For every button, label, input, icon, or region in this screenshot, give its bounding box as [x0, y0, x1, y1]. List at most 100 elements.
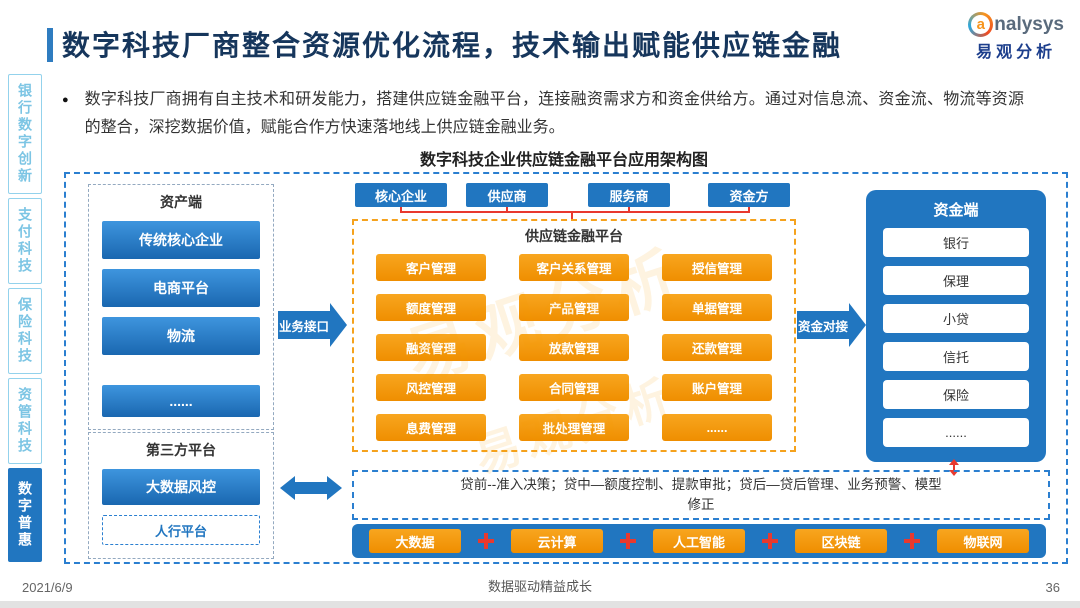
platform-cell: 风控管理	[376, 374, 486, 401]
connector-line	[400, 211, 750, 213]
platform-cell: 客户管理	[376, 254, 486, 281]
platform-column: 客户管理 额度管理 融资管理 风控管理 息费管理	[376, 254, 486, 441]
party-core-enterprise: 核心企业	[355, 183, 447, 207]
third-party-panel: 第三方平台 大数据风控 人行平台	[88, 432, 274, 559]
sidebar-item-asset-mgmt-tech[interactable]: 资管科技	[8, 378, 42, 464]
footer-date: 2021/6/9	[22, 580, 73, 595]
sidebar-item-label: 保险科技	[17, 297, 33, 365]
page-title: 数字科技厂商整合资源优化流程，技术输出赋能供应链金融	[62, 30, 843, 61]
diagram-title: 数字科技企业供应链金融平台应用架构图	[419, 152, 708, 169]
platform-panel: 供应链金融平台 客户管理 额度管理 融资管理 风控管理 息费管理 客户关系管理 …	[352, 219, 796, 452]
sidebar-item-label: 支付科技	[17, 207, 33, 275]
asset-side-items: 传统核心企业 电商平台 物流 ......	[89, 212, 273, 417]
asset-item-more: ......	[102, 385, 260, 417]
tech-item: 云计算	[511, 529, 603, 553]
third-party-item: 大数据风控	[102, 469, 260, 505]
tech-item: 区块链	[795, 529, 887, 553]
plus-icon	[904, 533, 920, 549]
platform-cell: 放款管理	[519, 334, 629, 361]
platform-cell: 账户管理	[662, 374, 772, 401]
arrow-bar	[295, 482, 327, 494]
platform-cell: 还款管理	[662, 334, 772, 361]
funding-item: 保险	[883, 380, 1029, 409]
sidebar-item-bank-digital-innovation[interactable]: 银行数字创新	[8, 74, 42, 194]
sidebar-item-digital-inclusion[interactable]: 数字普惠	[8, 468, 42, 562]
platform-column: 授信管理 单据管理 还款管理 账户管理 ......	[662, 254, 772, 441]
sidebar-item-payment-tech[interactable]: 支付科技	[8, 198, 42, 284]
plus-icon	[620, 533, 636, 549]
funding-item-more: ......	[883, 418, 1029, 447]
funding-side-items: 银行 保理 小贷 信托 保险 ......	[866, 220, 1046, 447]
funding-side-title: 资金端	[933, 202, 979, 219]
asset-item: 物流	[102, 317, 260, 355]
party-supplier: 供应商	[466, 183, 548, 207]
platform-cell: 息费管理	[376, 414, 486, 441]
platform-cell: 融资管理	[376, 334, 486, 361]
asset-side-title: 资产端	[160, 194, 202, 210]
business-interface-arrow: 业务接口	[278, 303, 347, 347]
technology-bar: 大数据 云计算 人工智能 区块链 物联网	[352, 524, 1046, 558]
intro-paragraph: ● 数字科技厂商拥有自主技术和研发能力，搭建供应链金融平台，连接融资需求方和资金…	[62, 86, 1024, 142]
platform-cell: 单据管理	[662, 294, 772, 321]
plus-icon	[762, 533, 778, 549]
loan-process-box: 贷前--准入决策；贷中—额度控制、提款审批；贷后—贷后管理、业务预警、模型 修正	[352, 470, 1050, 520]
brand-logo: a nalysys 易观分析	[968, 12, 1064, 62]
funding-item: 银行	[883, 228, 1029, 257]
platform-column: 客户关系管理 产品管理 放款管理 合同管理 批处理管理	[519, 254, 629, 441]
intro-text: 数字科技厂商拥有自主技术和研发能力，搭建供应链金融平台，连接融资需求方和资金供给…	[84, 91, 1024, 136]
connector-line	[400, 207, 402, 211]
third-party-items: 大数据风控 人行平台	[89, 460, 273, 545]
tech-item: 大数据	[369, 529, 461, 553]
arrow-bar	[953, 465, 955, 470]
funding-item: 保理	[883, 266, 1029, 295]
diagram-container-border	[64, 172, 1068, 564]
sidebar-item-insurance-tech[interactable]: 保险科技	[8, 288, 42, 374]
loan-process-text-line1: 贷前--准入决策；贷中—额度控制、提款审批；贷后—贷后管理、业务预警、模型	[460, 477, 942, 492]
connector-line	[748, 207, 750, 211]
third-party-item: 人行平台	[102, 515, 260, 545]
asset-item: 传统核心企业	[102, 221, 260, 259]
sidebar-item-label: 数字普惠	[17, 481, 33, 549]
asset-side-panel: 资产端 传统核心企业 电商平台 物流 ......	[88, 184, 274, 430]
connector-line	[506, 207, 508, 211]
arrow-right-icon	[330, 303, 347, 347]
bullet-icon: ●	[62, 94, 69, 106]
footer-slogan: 数据驱动精益成长	[487, 579, 592, 594]
logo-initial: a	[976, 16, 985, 33]
platform-cell: 批处理管理	[519, 414, 629, 441]
funding-connect-label: 资金对接	[797, 311, 849, 339]
arrow-up-icon	[949, 459, 959, 465]
arrow-left-icon	[280, 476, 295, 500]
platform-cell: 产品管理	[519, 294, 629, 321]
brand-name-cn: 易观分析	[976, 44, 1057, 61]
arrow-right-icon	[327, 476, 342, 500]
plus-icon	[478, 533, 494, 549]
platform-cell: 合同管理	[519, 374, 629, 401]
analysys-logo-icon: a	[968, 12, 994, 37]
party-capital-provider: 资金方	[708, 183, 790, 207]
platform-cell: ......	[662, 414, 772, 441]
sidebar-item-label: 资管科技	[17, 387, 33, 455]
asset-item: 电商平台	[102, 269, 260, 307]
loan-process-text-line2: 修正	[687, 497, 715, 512]
platform-grid: 客户管理 额度管理 融资管理 风控管理 息费管理 客户关系管理 产品管理 放款管…	[354, 246, 794, 441]
business-interface-label: 业务接口	[278, 311, 330, 339]
arrow-right-icon	[849, 303, 866, 347]
double-vertical-arrow-icon	[949, 459, 959, 476]
funding-side-panel: 资金端 银行 保理 小贷 信托 保险 ......	[866, 190, 1046, 462]
funding-item: 小贷	[883, 304, 1029, 333]
bottom-strip	[0, 601, 1080, 608]
footer-page-number: 36	[1045, 580, 1060, 595]
tech-item: 人工智能	[653, 529, 745, 553]
title-accent-bar	[47, 28, 53, 62]
third-party-title: 第三方平台	[146, 442, 216, 458]
platform-cell: 额度管理	[376, 294, 486, 321]
platform-cell: 授信管理	[662, 254, 772, 281]
arrow-down-icon	[949, 470, 959, 476]
tech-item: 物联网	[937, 529, 1029, 553]
sidebar-item-label: 银行数字创新	[17, 83, 33, 185]
platform-cell: 客户关系管理	[519, 254, 629, 281]
funding-connect-arrow: 资金对接	[797, 303, 866, 347]
double-horizontal-arrow-icon	[280, 476, 342, 500]
